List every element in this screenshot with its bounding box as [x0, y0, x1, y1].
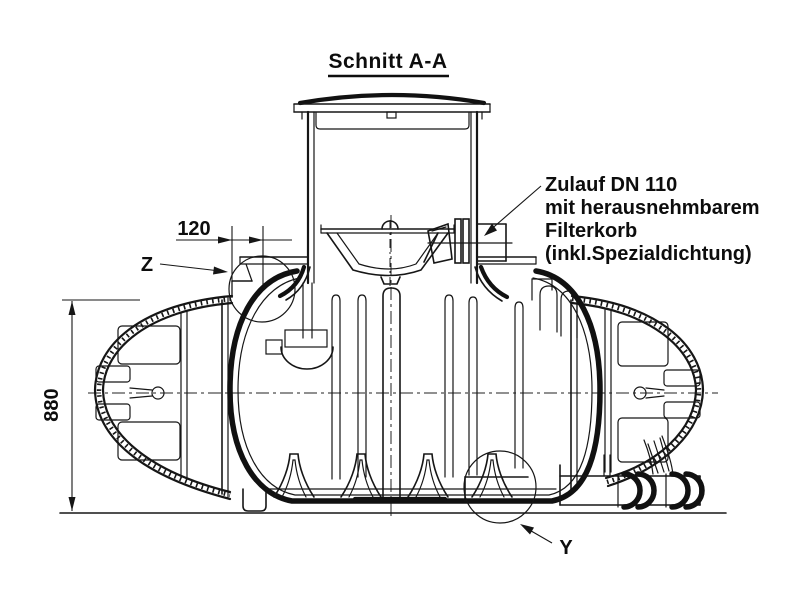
right-end-cap [531, 278, 705, 491]
drawing-title: Schnitt A-A [328, 50, 447, 73]
dimension-arrow [218, 236, 232, 244]
leader-arrow [484, 223, 497, 236]
center-column [382, 287, 401, 498]
dimension-880: 880 [41, 299, 140, 511]
rib [514, 301, 524, 469]
tank-wall [227, 268, 603, 504]
coupling-ring [669, 471, 691, 510]
detail-circle-z [228, 255, 296, 323]
left-end-cap [93, 294, 234, 501]
drawing-title-group: Schnitt A-A [328, 50, 449, 78]
outlet-pipe [559, 435, 705, 510]
coupling-ring [621, 471, 643, 510]
leader-arrow [520, 524, 534, 535]
annotation-line-2: mit herausnehmbarem [545, 197, 760, 219]
inlet-flange-ring [454, 218, 462, 264]
inlet-pipe [423, 218, 513, 264]
detail-circle-y [463, 450, 537, 524]
inlet-annotation: Zulauf DN 110 mit herausnehmbarem Filter… [484, 174, 760, 265]
rib [468, 296, 478, 476]
rib [444, 294, 454, 478]
detail-z-text: Z [141, 254, 153, 276]
seal-right [478, 264, 510, 300]
dimension-arrow [68, 497, 76, 511]
inlet-flange-ring [462, 218, 470, 264]
interior-fitting [265, 282, 334, 370]
rib [357, 294, 367, 478]
dimension-arrow [68, 301, 76, 315]
tank-body-section [227, 256, 603, 512]
detail-y-text: Y [559, 537, 573, 559]
dimension-120: 120 [176, 218, 292, 298]
rib [331, 294, 341, 480]
detail-label-y: Y [520, 524, 573, 559]
coupling-ring [635, 471, 657, 510]
foot-bracket [242, 488, 267, 512]
annotation-line-1: Zulauf DN 110 [545, 174, 677, 196]
annotation-line-3: Filterkorb [545, 220, 637, 242]
access-shaft [293, 92, 491, 285]
detail-label-z: Z [141, 254, 228, 276]
lid-skirt [315, 112, 470, 130]
support-cones [273, 453, 513, 498]
dimension-arrow [249, 236, 263, 244]
dimension-120-value: 120 [177, 218, 210, 240]
coupling-ring [683, 471, 705, 510]
dimension-880-value: 880 [41, 388, 63, 421]
lid-dome [297, 92, 487, 106]
annotation-line-4: (inkl.Spezialdichtung) [545, 243, 752, 265]
leader-arrow [213, 266, 228, 275]
